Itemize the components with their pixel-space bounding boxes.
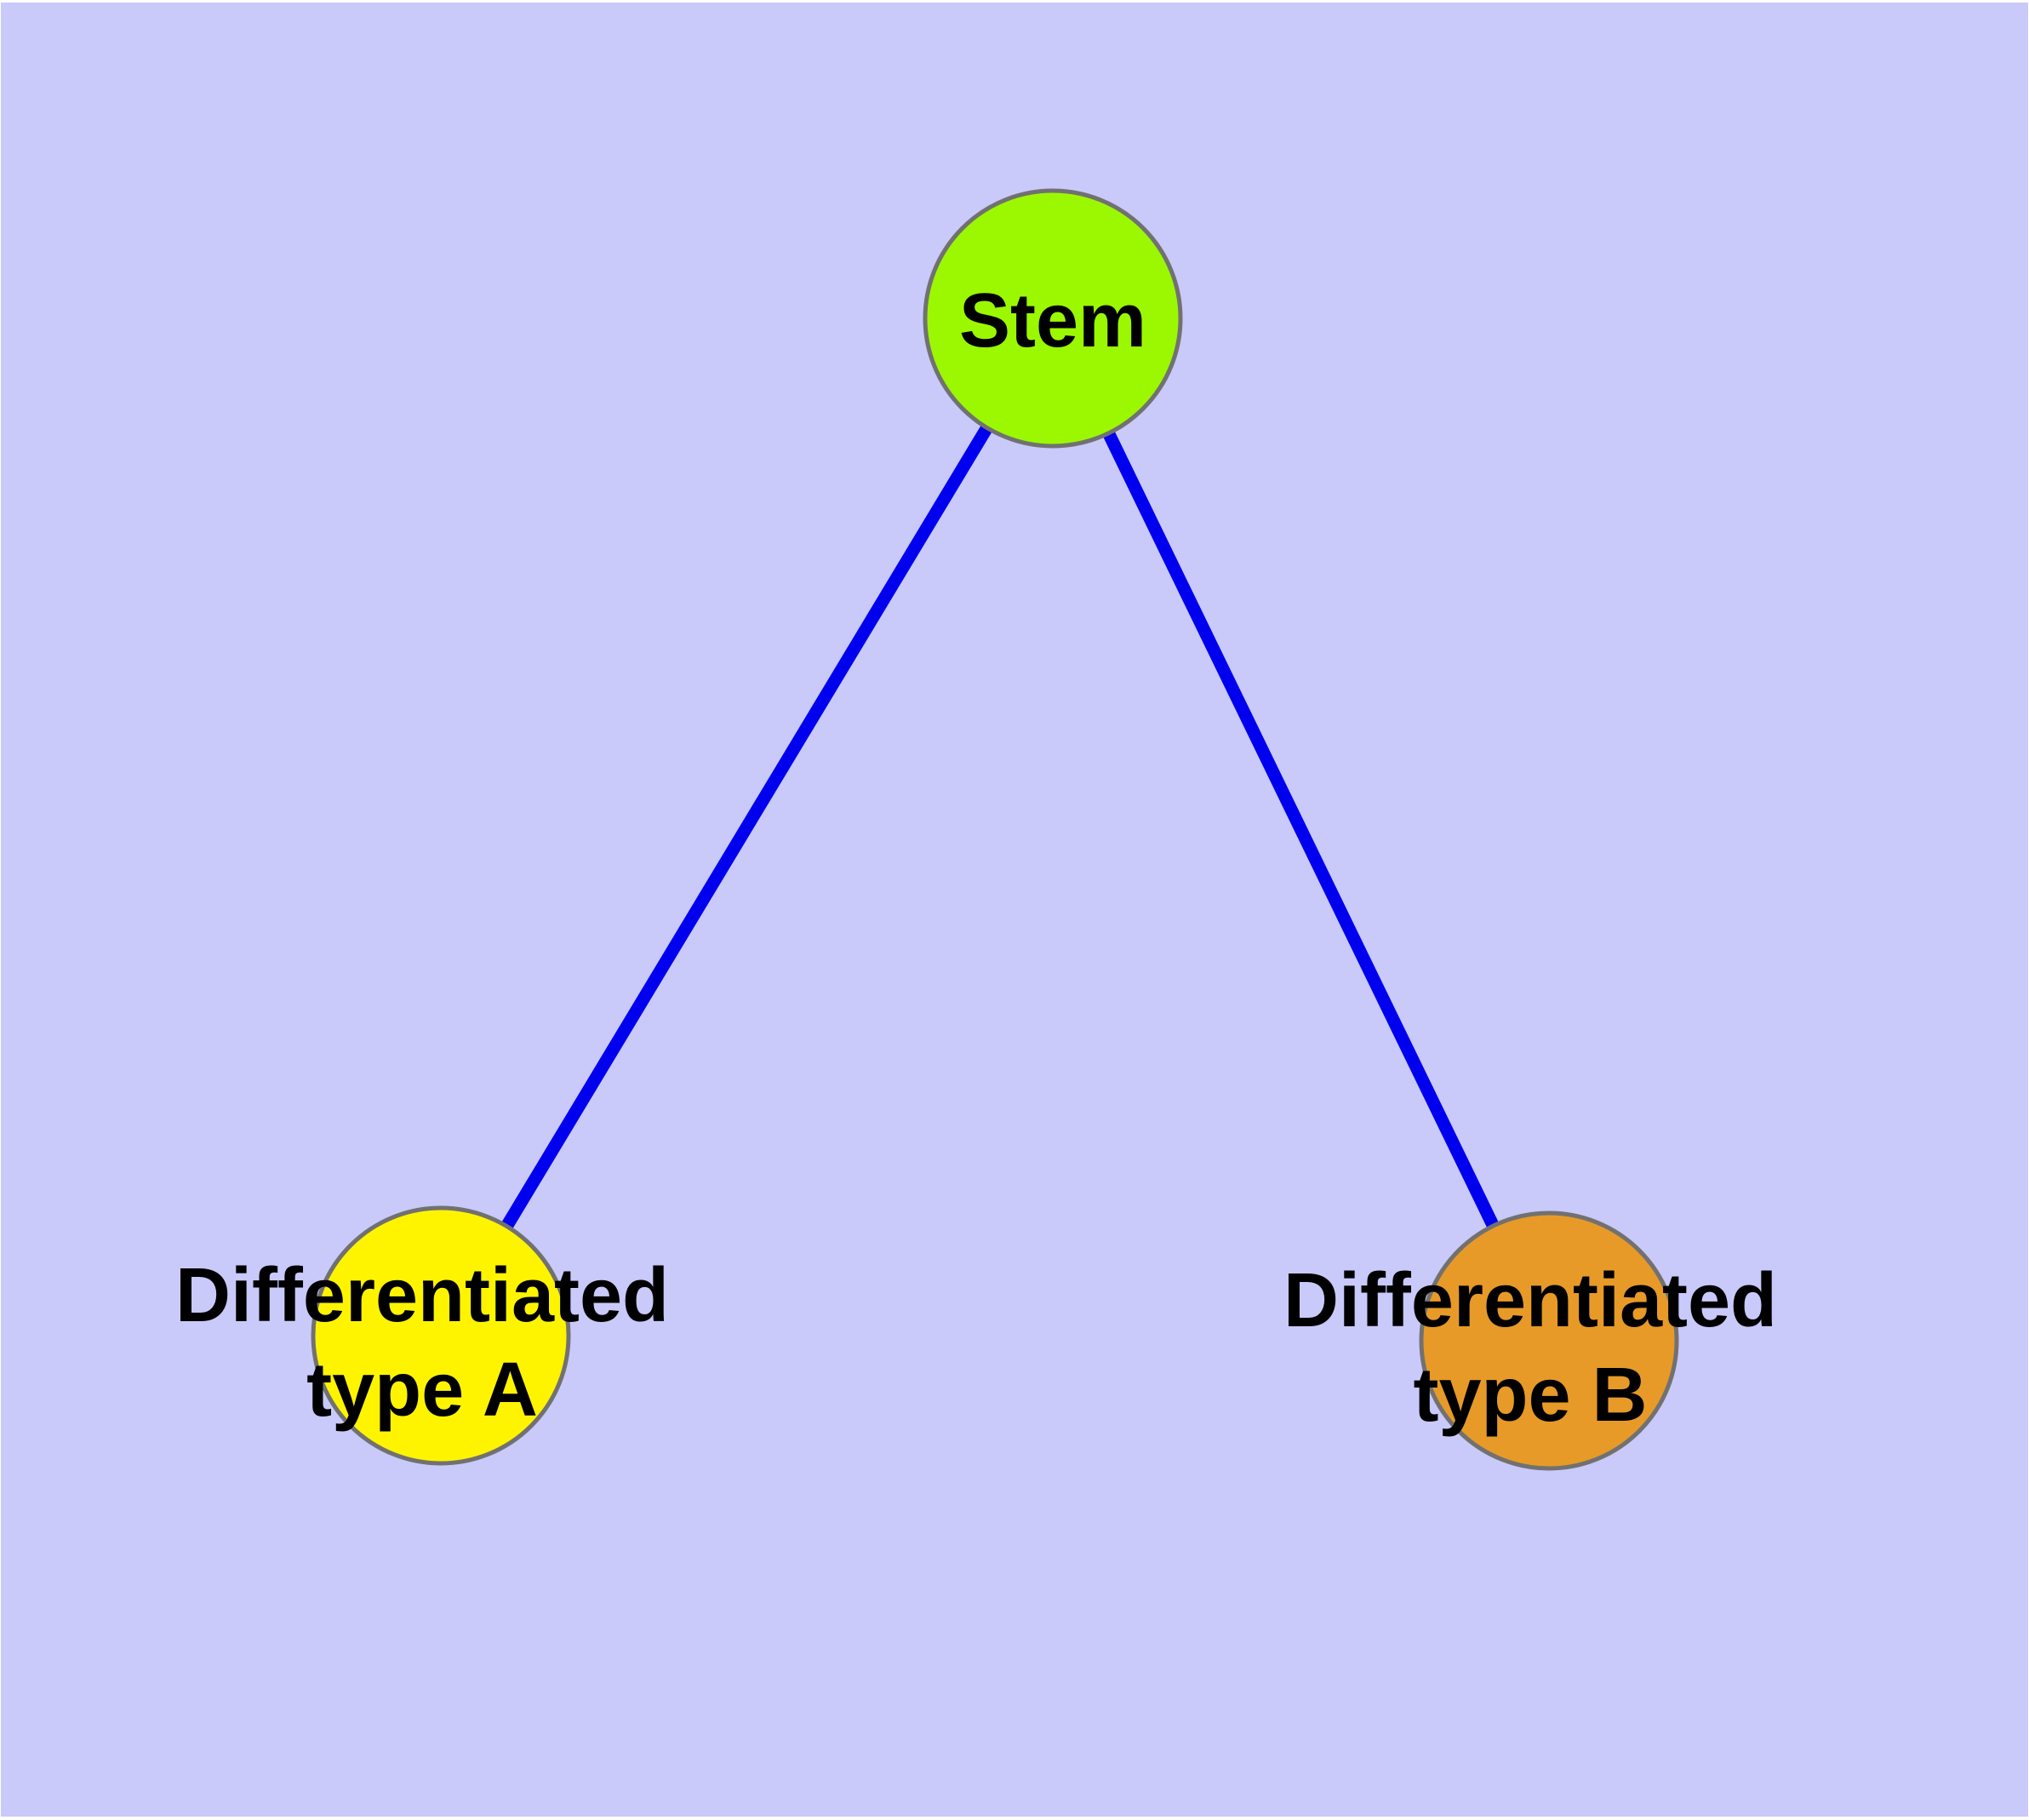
- differentiated-type-a-circle: [311, 1205, 571, 1466]
- differentiated-type-a-label: Differentiated type A: [175, 1253, 669, 1433]
- differentiated-type-b-label: Differentiated type B: [1283, 1258, 1777, 1438]
- stem-label-line: Stem: [959, 278, 1146, 363]
- node-stem: Stem: [923, 188, 1183, 449]
- node-differentiated-type-b: Differentiated type B: [1283, 1210, 1777, 1471]
- differentiated-type-b-label-line: Differentiated: [1283, 1258, 1777, 1343]
- stem-label: Stem: [959, 278, 1146, 363]
- edge-stem-to-differentiated-type-b: [1047, 315, 1555, 1344]
- differentiated-type-b-circle: [1419, 1210, 1679, 1471]
- differentiated-type-a-label-line: type A: [306, 1348, 538, 1433]
- stem-circle: [923, 188, 1183, 449]
- differentiated-type-b-label-line: type B: [1413, 1353, 1647, 1438]
- differentiated-type-a-label-line: Differentiated: [175, 1253, 669, 1338]
- node-differentiated-type-a: Differentiated type A: [175, 1205, 669, 1466]
- edge-stem-to-differentiated-type-a: [435, 315, 1059, 1339]
